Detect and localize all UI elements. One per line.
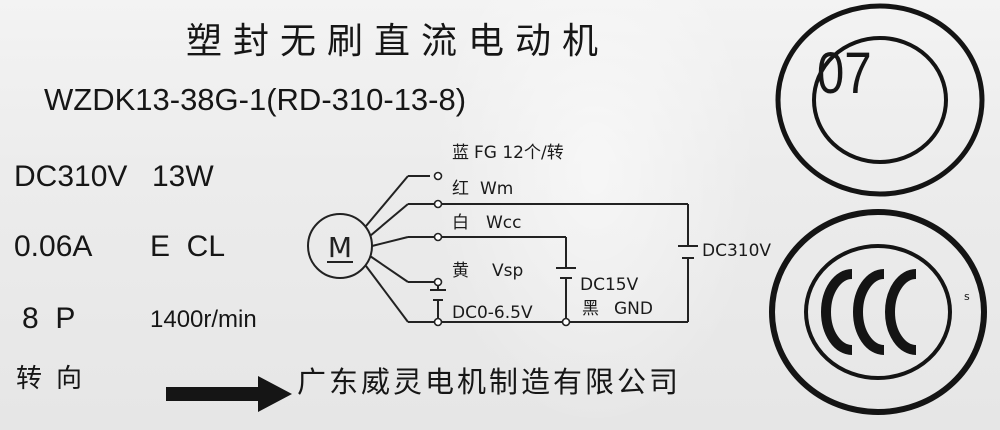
manufacturer: 广东威灵电机制造有限公司 bbox=[297, 365, 682, 399]
terminal-dot bbox=[561, 317, 571, 327]
terminal-dot bbox=[433, 232, 443, 242]
motor-symbol: M bbox=[328, 231, 352, 264]
main-supply: DC310V bbox=[702, 241, 771, 261]
terminal-dot bbox=[433, 277, 443, 287]
terminal-dot bbox=[433, 171, 443, 181]
wire-yellow-signal: Vsp bbox=[492, 261, 523, 281]
control-supply: DC15V bbox=[580, 275, 639, 295]
badge-code-text: 07 bbox=[816, 41, 872, 106]
code-badge bbox=[775, 3, 985, 197]
rated-voltage: DC310V bbox=[14, 160, 128, 193]
svg-text:s: s bbox=[964, 290, 970, 303]
wire-red-signal: Wm bbox=[480, 179, 513, 199]
motor-title: 塑封无刷直流电动机 bbox=[186, 21, 610, 62]
wire-white-signal: Wcc bbox=[486, 213, 522, 233]
wire-black-color: 黑 bbox=[582, 299, 599, 319]
wire-black-signal: GND bbox=[614, 299, 653, 319]
rated-current: 0.06A bbox=[14, 230, 93, 263]
model-number: WZDK13-38G-1(RD-310-13-8) bbox=[44, 82, 467, 117]
wire-yellow-color: 黄 bbox=[452, 261, 469, 281]
wire-blue-signal: FG 12个/转 bbox=[474, 143, 564, 163]
pole-count: 8 P bbox=[22, 302, 76, 335]
wire-red-color: 红 bbox=[452, 179, 469, 199]
wire-white-color: 白 bbox=[452, 213, 469, 233]
wire-blue-color: 蓝 bbox=[452, 143, 469, 163]
direction-label: 转向 bbox=[16, 364, 97, 394]
ccc-certification-icon: s bbox=[769, 209, 987, 415]
terminal-dot bbox=[433, 317, 443, 327]
rated-power: 13W bbox=[152, 160, 214, 193]
insulation-class: E CL bbox=[150, 230, 226, 263]
rated-speed: 1400r/min bbox=[150, 306, 257, 333]
right-arrow-icon bbox=[166, 376, 292, 412]
vsp-supply-range: DC0-6.5V bbox=[452, 303, 533, 323]
terminal-dot bbox=[433, 199, 443, 209]
